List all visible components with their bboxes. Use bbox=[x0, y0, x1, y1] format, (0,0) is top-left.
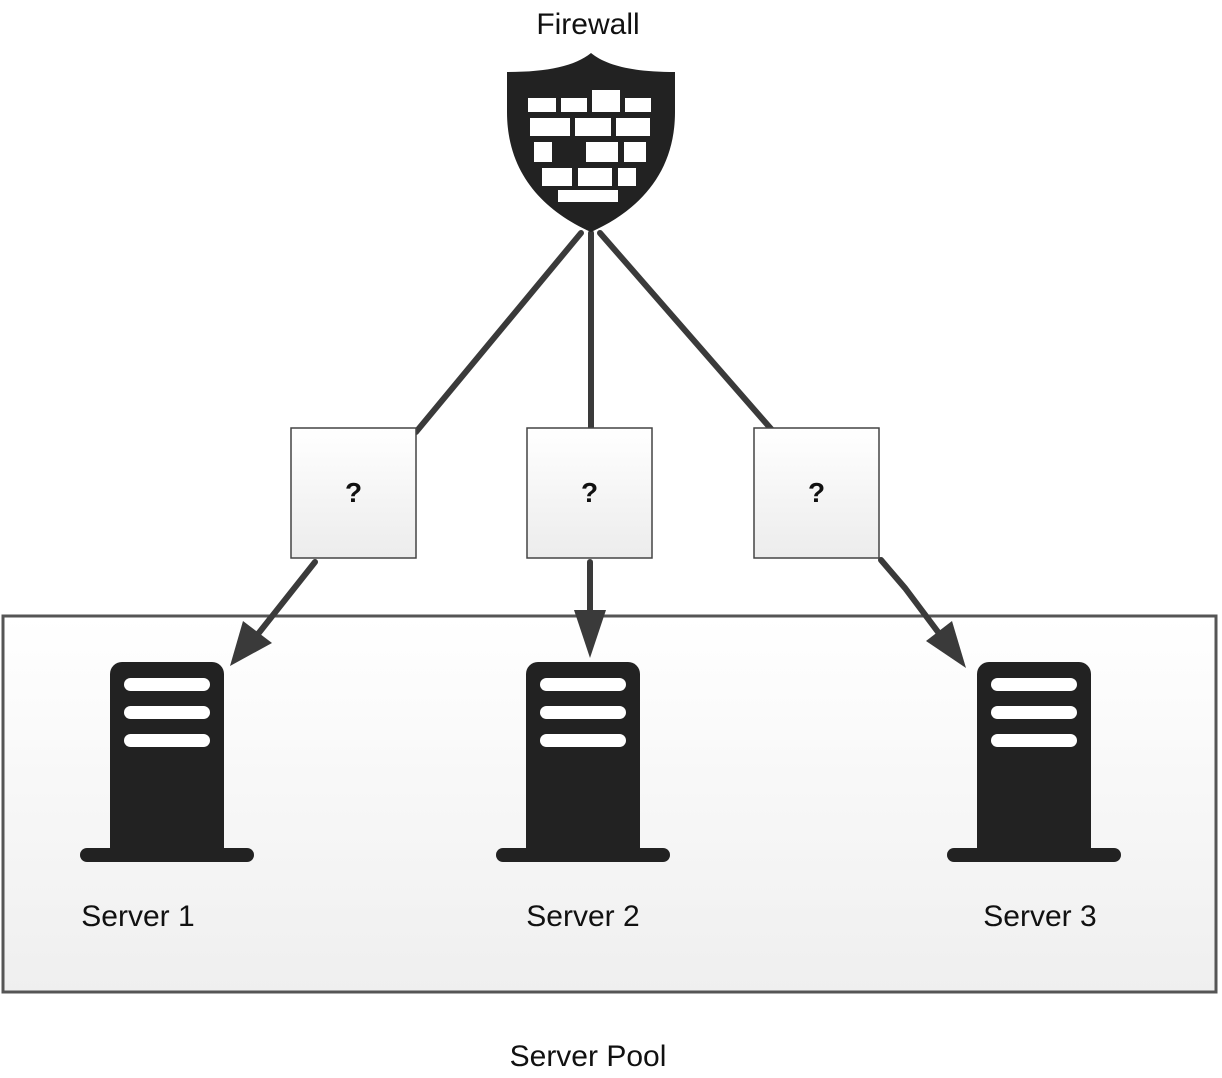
server-pool-label: Server Pool bbox=[510, 1040, 667, 1073]
firewall-connectors bbox=[413, 230, 775, 435]
connector-firewall-box-3 bbox=[597, 230, 775, 433]
firewall-node: Firewall bbox=[507, 8, 675, 232]
server-label: Server 2 bbox=[526, 900, 639, 933]
server-label: Server 1 bbox=[81, 900, 194, 933]
server-node-1: Server 1 bbox=[80, 662, 254, 933]
decision-box-1: ? bbox=[290, 427, 417, 559]
firewall-label: Firewall bbox=[536, 8, 639, 41]
arrowheads bbox=[230, 610, 966, 668]
server-node-2: Server 2 bbox=[496, 662, 670, 933]
firewall-shield-icon bbox=[507, 53, 675, 232]
arrow-down-right-icon bbox=[926, 621, 966, 668]
decision-box-label: ? bbox=[581, 477, 598, 508]
arrow-down-icon bbox=[574, 610, 606, 658]
decision-box-3: ? bbox=[753, 427, 880, 559]
decision-box-2: ? bbox=[526, 427, 653, 559]
arrow-down-left-icon bbox=[230, 621, 272, 666]
connector-box-1-server-1 bbox=[255, 559, 318, 637]
connector-firewall-box-1 bbox=[413, 230, 584, 435]
decision-box-label: ? bbox=[345, 477, 362, 508]
decision-box-label: ? bbox=[808, 477, 825, 508]
server-node-3: Server 3 bbox=[947, 662, 1121, 933]
server-label: Server 3 bbox=[983, 900, 1096, 933]
connector-box-3-server-3 bbox=[878, 557, 947, 643]
